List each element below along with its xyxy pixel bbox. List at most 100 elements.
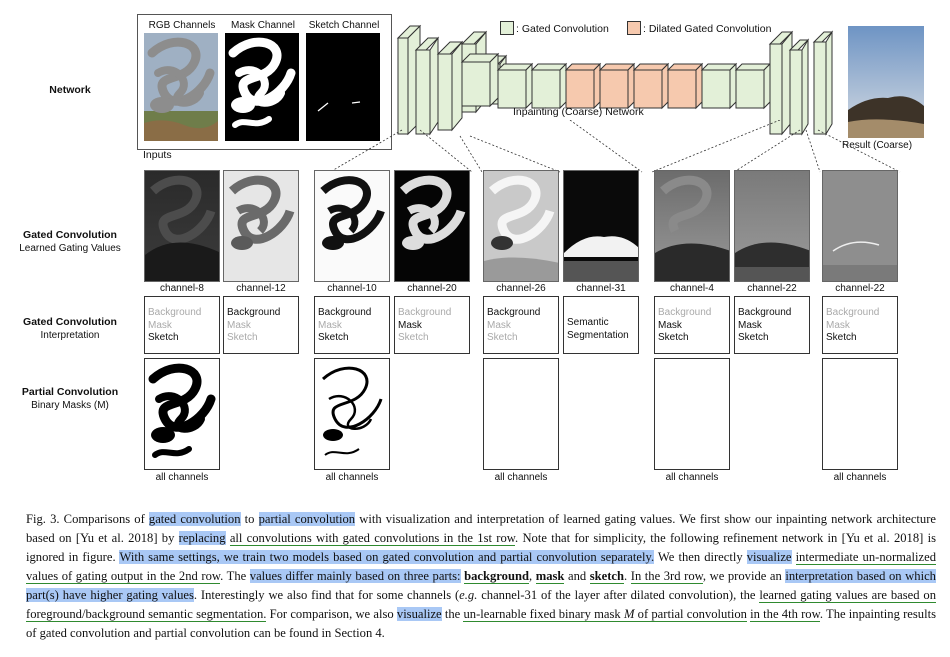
gating-row-title: Gated Convolution [23,229,117,241]
caption-segment: . Interestingly we also find that for so… [193,588,460,602]
all-channels-label-3: all channels [494,472,548,483]
gating-image-5 [483,170,559,282]
gating-image-2 [223,170,299,282]
caption-segment: all convolutions with gated convolutions… [229,531,516,546]
channel-label-5: channel-26 [496,283,546,294]
sketch-input-image [306,33,380,141]
interp-line: Sketch [658,332,689,343]
interp-line: Mask [658,319,682,331]
interp-line: Semantic [567,317,609,328]
legend-gated-label: : Gated Convolution [516,23,609,35]
gating-row-subtitle: Learned Gating Values [19,243,121,254]
interp-line: Sketch [318,332,349,343]
rgb-input-image [144,33,218,141]
caption-segment: . [624,569,631,583]
encoder-cubes [396,24,568,136]
interp-line: Sketch [227,332,258,343]
caption-segment: partial convolution [258,512,356,526]
all-channels-label-4: all channels [665,472,719,483]
interp-line: Background [738,307,792,318]
caption-segment: channel-31 of the layer after dilated co… [477,588,760,602]
caption-segment: visualize [746,550,792,564]
channel-label-4: channel-20 [407,283,457,294]
gating-image-7 [654,170,730,282]
interp-line: Mask [738,319,762,331]
mask-input-image [225,33,299,141]
network-row-title: Network [49,84,91,96]
row-label-interpretation: Gated Convolution Interpretation [0,316,140,342]
partial-row-title: Partial Convolution [21,386,119,398]
partial-mask-2 [314,358,390,470]
partial-mask-5 [822,358,898,470]
caption-segment: . The [220,569,250,583]
gating-image-4 [394,170,470,282]
interp-line: Background [658,307,712,318]
caption-segment: in the 4th row [750,607,820,622]
caption-segment: un-learnable fixed binary mask [463,607,624,622]
input-label-sketch: Sketch Channel [308,20,380,31]
caption-segment: , we provide an [702,569,786,583]
channel-label-1: channel-8 [160,283,204,294]
caption-segment: , [528,569,536,583]
caption-segment: intermediate un-normalized values of gat… [26,550,936,584]
row-label-gating: Gated Convolution Learned Gating Values [0,229,140,255]
interp-line: Background [826,307,880,318]
caption-segment: For comparison, we also [266,607,397,621]
interp-line: Sketch [487,332,518,343]
interp-line: Mask [227,319,251,331]
interp-line: Segmentation [567,329,629,341]
gating-image-8 [734,170,810,282]
interp-line: Mask [487,319,511,331]
interp-line: Background [148,307,202,318]
interp-line: Mask [398,319,422,331]
partial-row-subtitle: Binary Masks (M) [31,400,109,411]
gating-image-3 [314,170,390,282]
interp-line: Mask [826,319,850,331]
caption-segment: background [464,569,529,584]
caption-segment: visualize [396,607,442,621]
caption-segment: with visualization and interpretation of… [26,512,937,545]
result-label: Result (Coarse) [842,140,913,151]
partial-mask-3 [483,358,559,470]
network-diagram [396,24,834,136]
legend-dilated-label: : Dilated Gated Convolution [643,23,772,35]
caption-segment: With same settings, we train two models … [119,550,655,564]
gating-image-6 [563,170,639,282]
partial-mask-4 [654,358,730,470]
caption-segment: to [240,512,259,526]
caption-segment: M [623,607,635,622]
caption-segment: In the 3rd row [630,569,703,584]
caption-segment: e.g. [459,588,478,602]
gating-image-1 [144,170,220,282]
interp-line: Sketch [398,332,429,343]
interp-row-subtitle: Interpretation [40,330,100,341]
caption-segment: replacing [178,531,226,545]
interp-line: Sketch [148,332,179,343]
caption-segment: of partial convolution [634,607,747,622]
interp-line: Mask [318,319,342,331]
legend-gated-swatch [500,21,514,35]
caption-segment: learned gating values are based on foreg… [26,588,936,622]
inputs-label: Inputs [143,149,172,161]
input-label-rgb: RGB Channels [148,20,216,31]
all-channels-label-2: all channels [325,472,379,483]
input-label-mask: Mask Channel [231,20,295,31]
connector-lines [329,120,901,173]
caption-segment: and [564,569,590,583]
interp-row-title: Gated Convolution [23,316,117,328]
row-label-partial: Partial Convolution Binary Masks (M) [0,386,140,412]
dilated-cubes [564,62,704,110]
partial-mask-1 [144,358,220,470]
result-coarse-image [848,26,924,138]
caption-segment: Fig. 3. Comparisons of [26,512,149,526]
channel-label-9: channel-22 [835,283,885,294]
caption-segment: values differ mainly based on three part… [249,569,461,583]
figure-caption: Fig. 3. Comparisons of gated convolution… [26,510,936,643]
channel-label-6: channel-31 [576,283,626,294]
